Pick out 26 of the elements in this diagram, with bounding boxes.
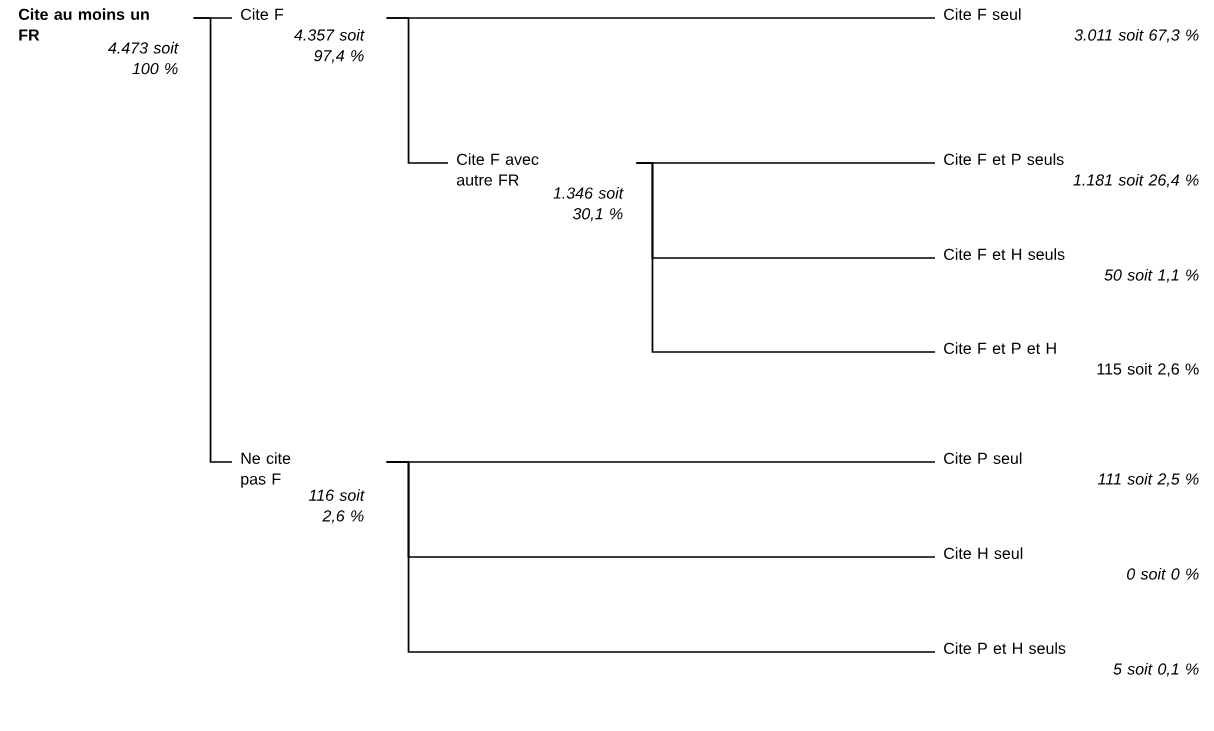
- category-label: Cite H seul: [944, 547, 1023, 559]
- category-label: Cite au moins un FR: [18, 8, 149, 41]
- category-label: Cite F avec autre FR: [456, 153, 539, 186]
- count-label: 4.357 soit 97,4 %: [294, 28, 365, 64]
- count-label: 50 soit 1,1 %: [1104, 268, 1199, 283]
- count-label: 115 soit 2,6 %: [1097, 362, 1199, 377]
- category-label: Cite P seul: [944, 452, 1022, 464]
- connector-line: [385, 17, 449, 164]
- category-label: Cite F et H seuls: [944, 248, 1065, 260]
- connector-line: [385, 461, 936, 653]
- count-label: 1.181 soit 26,4 %: [1073, 173, 1199, 188]
- count-label: 4.473 soit 100 %: [108, 41, 179, 75]
- category-label: Cite F et P et H: [944, 342, 1056, 354]
- category-label: Cite F et P seuls: [944, 153, 1064, 165]
- count-label: 116 soit 2,6 %: [308, 489, 365, 524]
- count-label: 0 soit 0 %: [1127, 567, 1199, 580]
- category-label: Cite P et H seuls: [944, 642, 1066, 654]
- count-label: 1.346 soit 30,1 %: [553, 187, 624, 222]
- count-label: 3.011 soit 67,3 %: [1074, 28, 1199, 43]
- count-label: 111 soit 2,5 %: [1098, 472, 1199, 487]
- category-label: Ne cite pas F: [241, 452, 291, 488]
- connector-line: [635, 162, 936, 353]
- connector-line: [192, 17, 233, 463]
- category-label: Cite F seul: [944, 8, 1021, 20]
- count-label: 5 soit 0,1 %: [1113, 662, 1199, 677]
- category-label: Cite F: [241, 8, 284, 20]
